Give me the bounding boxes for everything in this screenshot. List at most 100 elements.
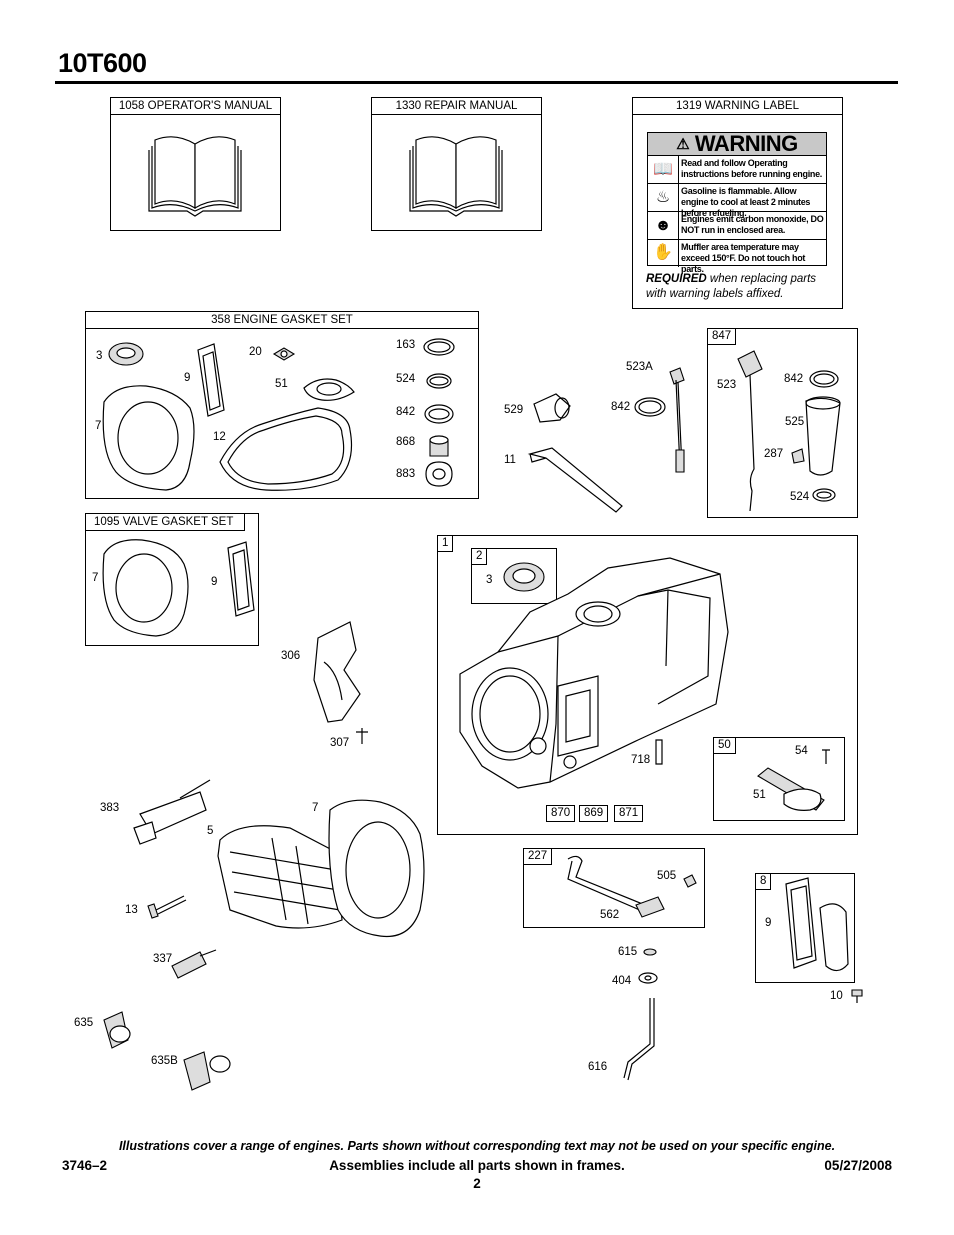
warning-heading-text: WARNING [694, 131, 798, 156]
part-label: 7 [312, 802, 319, 814]
warning-row: ✋ Muffler area temperature may exceed 15… [648, 240, 826, 274]
part-label: 524 [790, 491, 810, 503]
part-label: 51 [275, 378, 288, 390]
required-note: REQUIRED when replacing parts with warni… [646, 273, 817, 300]
part-label: 9 [765, 917, 772, 929]
part-label: 383 [100, 802, 120, 814]
repair-manual-frame: 1330 REPAIR MANUAL [371, 97, 542, 231]
page-title: 10T600 [58, 48, 147, 78]
part-label: 7 [92, 572, 99, 584]
valve-gasket-illustrations [102, 539, 255, 637]
engine-gasket-set-title: 358 ENGINE GASKET SET [86, 312, 478, 329]
alert-triangle-icon: ⚠ [676, 136, 690, 153]
part-label: 615 [618, 946, 638, 958]
warning-row: ♨ Gasoline is flammable. Allow engine to… [648, 184, 826, 218]
repair-manual-title: 1330 REPAIR MANUAL [372, 98, 541, 115]
part-label: 20 [249, 346, 262, 358]
governor-frame: 227 505 562 [523, 848, 705, 928]
book-icon [148, 136, 242, 217]
cylinder-block-illustration [459, 557, 729, 789]
oil-seal-icon [503, 562, 545, 592]
frame-tag: 1 [437, 535, 454, 552]
part-label: 635B [151, 1055, 178, 1067]
part-label: 307 [330, 737, 350, 749]
part-label: 842 [784, 373, 804, 385]
frame-tag: 50 [713, 737, 736, 754]
warning-label-title: 1319 WARNING LABEL [633, 98, 842, 115]
footer-disclaimer: Illustrations cover a range of engines. … [118, 1139, 836, 1153]
part-label: 868 [396, 436, 416, 448]
part-label: 3 [96, 350, 103, 362]
lower-parts-illustration [623, 948, 658, 1081]
part-label: 635 [74, 1017, 94, 1029]
part-tag: 869 [579, 805, 609, 822]
cylinder-block-frame: 1 2 3 718 870 869 871 [437, 535, 858, 835]
page-number: 2 [473, 1176, 481, 1191]
warning-text: Gasoline is flammable. Allow engine to c… [681, 186, 811, 218]
breather-frame: 50 54 51 [713, 737, 845, 821]
warning-row: 📖 Read and follow Operating instructions… [648, 156, 826, 184]
frame-tag: 2 [471, 548, 488, 565]
book-icon [409, 136, 503, 217]
frame-tag: 227 [523, 848, 553, 865]
part-label: 51 [753, 789, 766, 801]
dipstick-tube-frame: 847 523 842 525 287 524 [707, 328, 858, 518]
fumes-icon: ☻ [648, 212, 679, 239]
valve-gasket-set-title: 1095 VALVE GASKET SET [86, 514, 245, 531]
part-label: 505 [657, 870, 677, 882]
part-label: 529 [504, 404, 524, 416]
part-label: 337 [153, 953, 173, 965]
part-label: 5 [207, 825, 214, 837]
dipstick-tube-illustrations [737, 350, 841, 512]
loose-parts-illustration [103, 621, 425, 1091]
part-label: 306 [281, 650, 301, 662]
governor-illustration [567, 855, 697, 918]
part-label: 10 [830, 990, 843, 1002]
manual-icon: 📖 [648, 156, 679, 183]
part-label: 523A [626, 361, 653, 373]
title-rule [55, 81, 898, 84]
part-tag: 870 [546, 805, 576, 822]
fire-icon: ♨ [648, 184, 679, 211]
warning-text: Read and follow Operating instructions b… [681, 158, 823, 179]
operators-manual-frame: 1058 OPERATOR'S MANUAL [110, 97, 281, 231]
part-label: 13 [125, 904, 138, 916]
warning-row: ☻ Engines emit carbon monoxide, DO NOT r… [648, 212, 826, 240]
part-label: 616 [588, 1061, 608, 1073]
part-tag: 871 [614, 805, 644, 822]
part-label: 523 [717, 379, 737, 391]
breather-gasket-frame: 8 9 [755, 873, 855, 983]
part-label: 525 [785, 416, 805, 428]
part-label: 404 [612, 975, 632, 987]
gasket-illustrations [102, 338, 455, 491]
frame-tag: 8 [755, 873, 772, 890]
breather-gasket-illustration [785, 877, 849, 972]
part-label: 524 [396, 373, 416, 385]
warning-heading: ⚠ WARNING [648, 133, 826, 156]
screw-icon [851, 989, 863, 1003]
part-label: 842 [611, 401, 631, 413]
footer-doc-number: 3746–2 [62, 1158, 108, 1173]
dipstick-parts [527, 367, 685, 513]
part-label: 12 [213, 431, 226, 443]
hot-surface-icon: ✋ [648, 240, 679, 267]
part-label: 9 [211, 576, 218, 588]
part-label: 163 [396, 339, 416, 351]
part-label: 562 [600, 909, 620, 921]
part-label: 3 [486, 574, 493, 586]
engine-gasket-set-frame: 358 ENGINE GASKET SET 3 9 20 51 163 524 … [85, 311, 479, 499]
operators-manual-title: 1058 OPERATOR'S MANUAL [111, 98, 280, 115]
frame-tag: 847 [707, 328, 737, 345]
warning-text: Engines emit carbon monoxide, DO NOT run… [681, 214, 824, 235]
footer-assemblies-note: Assemblies include all parts shown in fr… [329, 1158, 625, 1173]
breather-illustration [757, 749, 830, 811]
part-label: 883 [396, 468, 416, 480]
part-label: 7 [95, 420, 102, 432]
crankshaft-seal-frame: 2 3 [471, 548, 557, 604]
part-label: 9 [184, 372, 191, 384]
footer-date: 05/27/2008 [824, 1158, 892, 1173]
valve-gasket-set-frame: 1095 VALVE GASKET SET 7 9 [85, 513, 259, 646]
warning-label-frame: 1319 WARNING LABEL ⚠ WARNING 📖 Read and … [632, 97, 843, 309]
warning-decal: ⚠ WARNING 📖 Read and follow Operating in… [647, 132, 827, 274]
